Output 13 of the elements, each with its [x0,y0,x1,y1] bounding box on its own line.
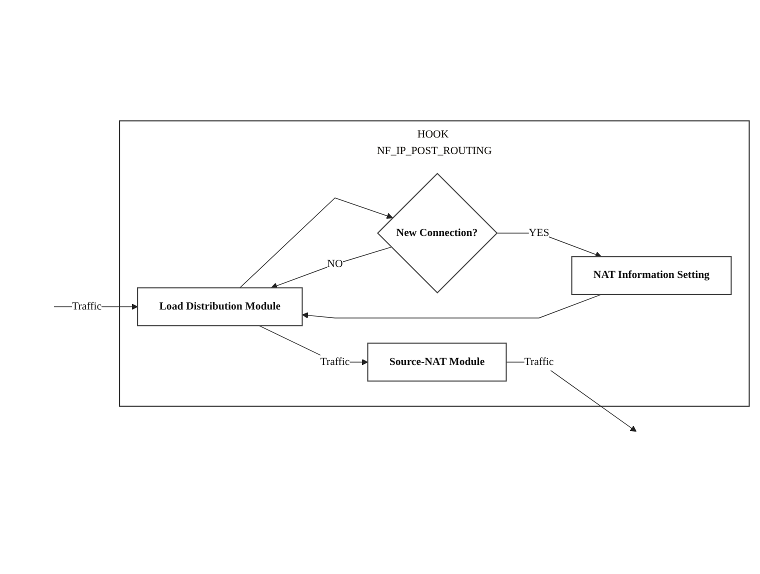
node-box: Source-NAT Module [367,342,507,382]
node-box: Load Distribution Module [137,287,303,326]
edge-label: Traffic [72,300,102,312]
arrow [270,246,392,289]
arrow [302,294,602,318]
node-box: NAT Information Setting [571,256,732,295]
edge-label: NO [327,258,343,270]
node-diamond: New Connection? [376,172,498,294]
edge-label: YES [528,227,550,239]
edge-label: Traffic [524,356,554,368]
arrow [240,197,393,288]
edge-label: Traffic [320,356,350,368]
arrow [496,232,602,258]
